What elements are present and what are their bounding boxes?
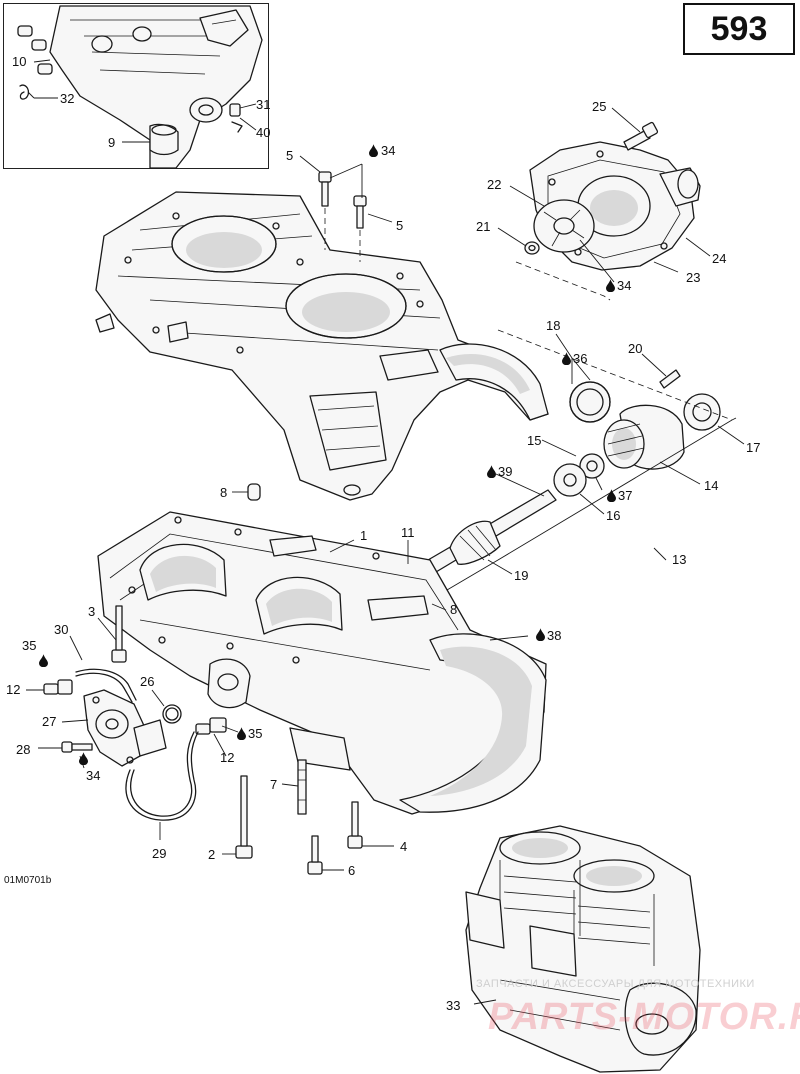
shaft-bracket-line <box>429 417 737 601</box>
fitting-12-right <box>195 717 227 735</box>
bolt-6 <box>307 835 323 875</box>
callout-12: 12 <box>220 750 234 765</box>
washer-21 <box>524 241 540 255</box>
callout-33: 33 <box>446 998 460 1013</box>
callout-28: 28 <box>16 742 30 757</box>
callout-32: 32 <box>60 91 74 106</box>
inset-detail-frame <box>3 3 269 169</box>
oil-drop-icon <box>39 654 48 667</box>
bolt-28 <box>61 741 93 753</box>
callout-35: 35 <box>248 726 262 741</box>
cover-17 <box>683 393 721 431</box>
screw-20 <box>659 369 681 389</box>
callout-15: 15 <box>527 433 541 448</box>
callout-20: 20 <box>628 341 642 356</box>
callout-12: 12 <box>6 682 20 697</box>
callout-27: 27 <box>42 714 56 729</box>
callout-13: 13 <box>672 552 686 567</box>
seal-18 <box>569 381 611 423</box>
callout-14: 14 <box>704 478 718 493</box>
callout-3: 3 <box>88 604 95 619</box>
callout-labels: 10 32 31 40 9 25 5 34 5 22 21 24 23 34 1… <box>6 54 760 1013</box>
oil-hose-30 <box>75 668 137 703</box>
callout-40: 40 <box>256 125 270 140</box>
callout-38: 38 <box>547 628 561 643</box>
callout-1: 1 <box>360 528 367 543</box>
callout-8: 8 <box>450 602 457 617</box>
shaft-guide-upper <box>497 329 733 421</box>
oil-drop-icon <box>79 752 88 765</box>
oil-hose-29 <box>125 731 199 821</box>
watermark-logo: PARTS-MOTOR.RU <box>488 996 800 1038</box>
oil-drop-icon <box>237 727 246 740</box>
callout-9: 9 <box>108 135 115 150</box>
callout-24: 24 <box>712 251 726 266</box>
lower-crankcase <box>97 511 547 815</box>
callout-2: 2 <box>208 847 215 862</box>
callout-17: 17 <box>746 440 760 455</box>
callout-34: 34 <box>86 768 100 783</box>
callout-37: 37 <box>618 488 632 503</box>
oil-pump <box>83 689 167 767</box>
stud-7 <box>297 759 307 815</box>
callout-35: 35 <box>22 638 36 653</box>
fitting-12-left <box>43 679 73 695</box>
housing-14 <box>603 404 685 470</box>
bolt-3 <box>111 605 127 663</box>
bolt-4 <box>347 801 363 849</box>
callout-7: 7 <box>270 777 277 792</box>
diagram-code: 01M0701b <box>4 875 52 886</box>
screw-25 <box>623 121 659 151</box>
callout-5: 5 <box>286 148 293 163</box>
callout-25: 25 <box>592 99 606 114</box>
callout-30: 30 <box>54 622 68 637</box>
bolt-5-right <box>353 195 367 262</box>
inset-intake-detail <box>17 5 263 169</box>
leader-lines <box>26 59 745 1005</box>
pump-guide-line <box>515 261 611 301</box>
oil-drop-icon <box>487 465 496 478</box>
callout-26: 26 <box>140 674 154 689</box>
callout-4: 4 <box>400 839 407 854</box>
callout-8: 8 <box>220 485 227 500</box>
callout-6: 6 <box>348 863 355 878</box>
bearing-15 <box>579 453 605 479</box>
callout-21: 21 <box>476 219 490 234</box>
o-ring-26 <box>162 704 182 724</box>
callout-34: 34 <box>381 143 395 158</box>
callout-16: 16 <box>606 508 620 523</box>
page-number-box: 593 <box>683 3 795 55</box>
callout-29: 29 <box>152 846 166 861</box>
callout-31: 31 <box>256 97 270 112</box>
callout-11: 11 <box>401 525 415 540</box>
callout-5: 5 <box>396 218 403 233</box>
oil-drop-icon <box>369 144 378 157</box>
bolt-2 <box>235 775 253 859</box>
bolt-5-left <box>318 171 332 250</box>
callout-39: 39 <box>498 464 512 479</box>
oil-drop-icon <box>607 489 616 502</box>
callout-22: 22 <box>487 177 501 192</box>
bearing-16 <box>553 463 587 497</box>
shaft-19 <box>427 489 557 573</box>
callout-34: 34 <box>617 278 631 293</box>
upper-crankcase <box>95 191 549 501</box>
oil-drop-icon <box>536 628 545 641</box>
watermark-text: ЗАПЧАСТИ И АКСЕССУАРЫ ДЛЯ МОТОТЕХНИКИ <box>476 978 755 990</box>
water-pump-impeller <box>533 199 595 253</box>
callout-19: 19 <box>514 568 528 583</box>
callout-18: 18 <box>546 318 560 333</box>
callout-23: 23 <box>686 270 700 285</box>
callout-10: 10 <box>12 54 26 69</box>
engine-assembly <box>465 825 701 1073</box>
dowel-8-upper <box>247 483 261 501</box>
callout-36: 36 <box>573 351 587 366</box>
